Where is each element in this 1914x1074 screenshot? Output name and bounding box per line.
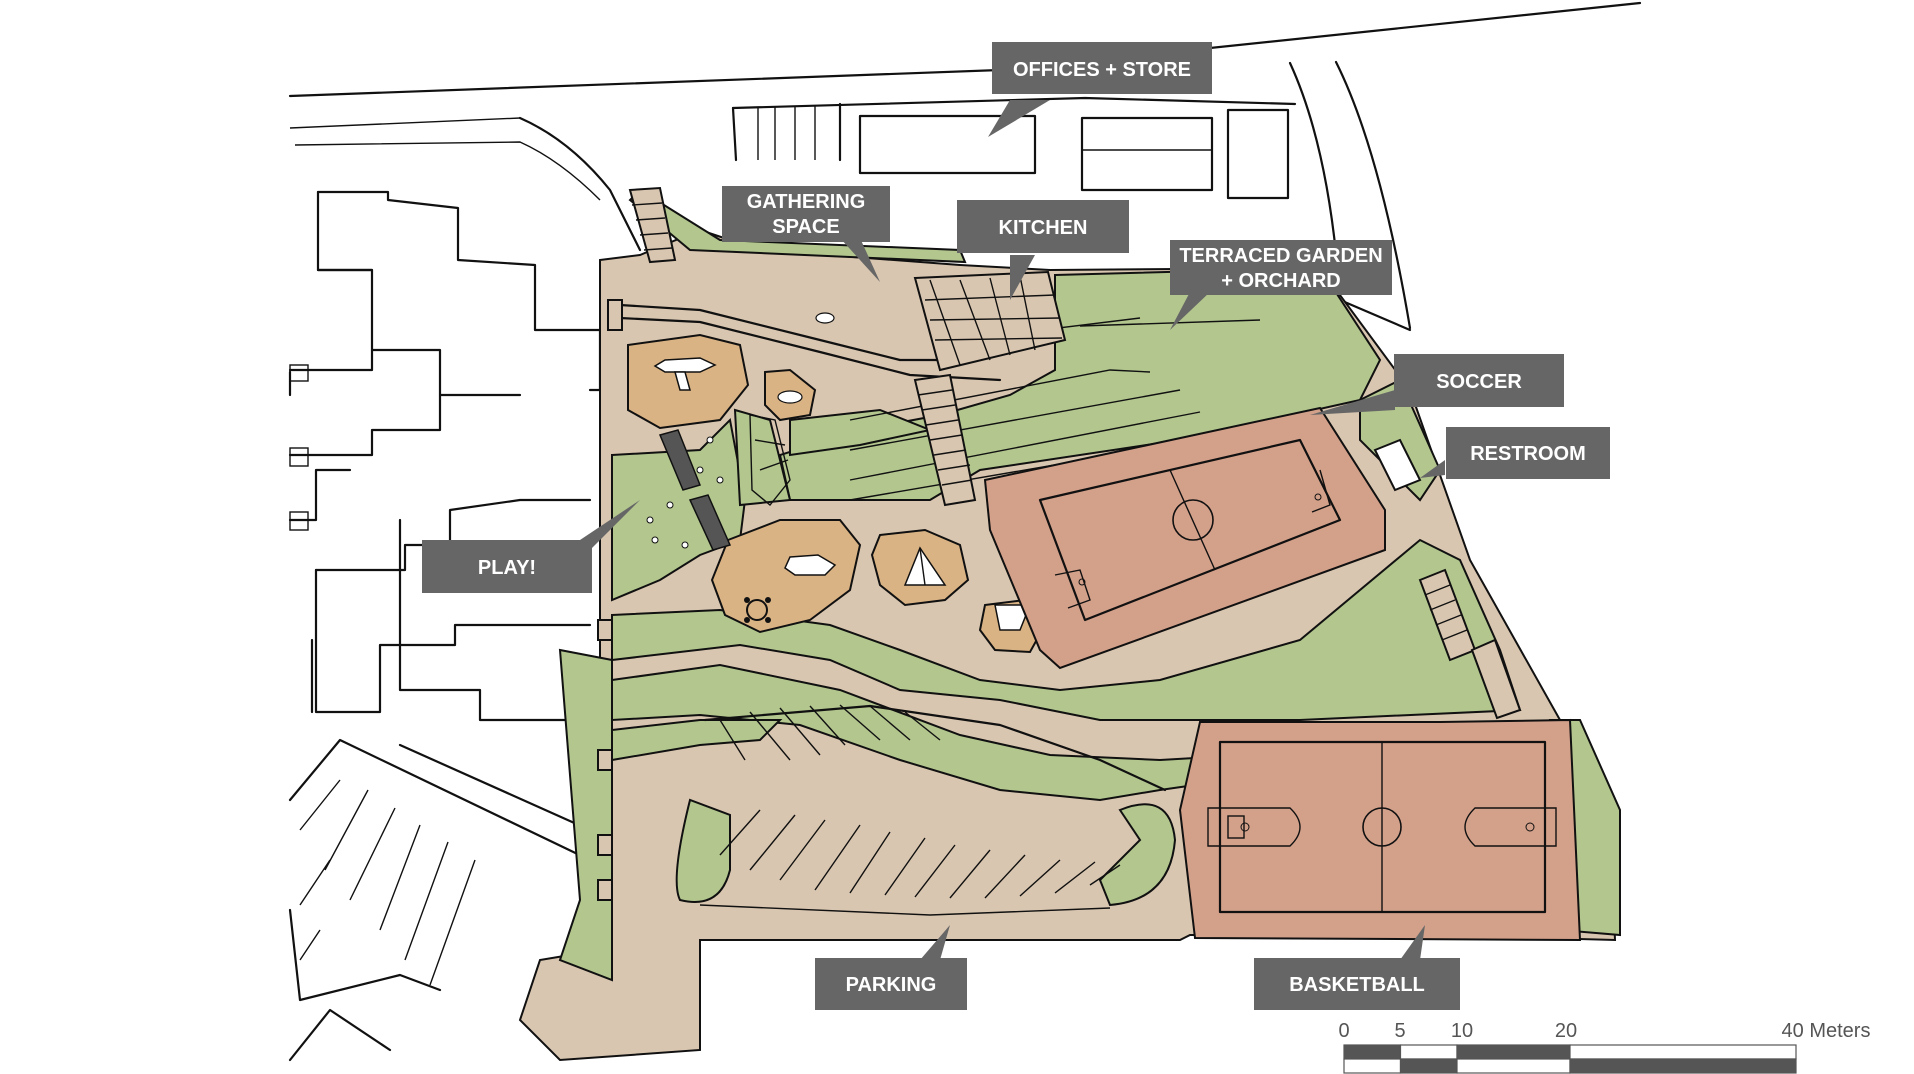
play-structure-icon [744, 597, 771, 623]
svg-text:SPACE: SPACE [772, 216, 839, 238]
callout-leaders [580, 100, 1445, 960]
svg-text:+ ORCHARD: + ORCHARD [1221, 270, 1340, 292]
svg-text:KITCHEN: KITCHEN [999, 217, 1088, 239]
parking-island-left [675, 798, 731, 903]
label-offices-store: OFFICES + STORE [992, 42, 1212, 94]
gathering-boulder-icon [815, 312, 835, 324]
soccer-field [983, 406, 1386, 670]
scale-tick-20: 20 [1555, 1020, 1577, 1042]
swing-icon [653, 357, 717, 391]
scale-segment-upper-2 [1456, 1044, 1571, 1060]
svg-text:TERRACED GARDEN: TERRACED GARDEN [1179, 245, 1382, 267]
boulder-icon [777, 390, 803, 404]
label-gathering-space: GATHERING SPACE [722, 186, 890, 242]
svg-text:PARKING: PARKING [846, 974, 937, 996]
scale-segment-lower-3 [1569, 1058, 1797, 1074]
svg-text:SOCCER: SOCCER [1436, 371, 1522, 393]
label-soccer: SOCCER [1394, 354, 1564, 407]
picnic-tables [658, 429, 732, 551]
scale-segment-upper-0 [1343, 1044, 1402, 1060]
label-basketball: BASKETBALL [1254, 958, 1460, 1010]
label-play: PLAY! [422, 540, 592, 593]
building-offices [858, 114, 1037, 175]
building-shed [1226, 108, 1290, 200]
scale-tick-5: 5 [1394, 1020, 1405, 1042]
svg-text:RESTROOM: RESTROOM [1470, 443, 1586, 465]
scale-tick-labels: 0 5 10 20 40 Meters [1338, 1020, 1870, 1042]
svg-text:PLAY!: PLAY! [478, 557, 536, 579]
play-lawn-plants [646, 436, 724, 549]
scale-tick-10: 10 [1451, 1020, 1473, 1042]
entry-stairs [597, 186, 677, 901]
scale-segment-lower-2 [1456, 1058, 1571, 1074]
scale-segment-lower-1 [1399, 1058, 1458, 1074]
scale-bar: 0 5 10 20 40 Meters [1338, 1020, 1870, 1074]
scale-end-label: 40 Meters [1782, 1020, 1871, 1042]
building-store [1080, 116, 1214, 192]
scale-tick-0: 0 [1338, 1020, 1349, 1042]
parking-stalls [699, 704, 1167, 916]
side-stairs [1418, 568, 1522, 720]
restroom-building [1373, 438, 1422, 492]
label-parking: PARKING [815, 958, 967, 1010]
basketball-court [1178, 718, 1582, 942]
scale-segment-upper-3 [1569, 1044, 1797, 1060]
svg-text:BASKETBALL: BASKETBALL [1289, 974, 1425, 996]
trellis [749, 414, 791, 506]
tent-icon [903, 546, 947, 586]
scale-segment-upper-1 [1399, 1044, 1458, 1060]
pyramid-icon [994, 604, 1032, 631]
svg-text:OFFICES + STORE: OFFICES + STORE [1013, 59, 1191, 81]
kitchen-structure [913, 270, 1067, 372]
svg-text:GATHERING: GATHERING [747, 191, 866, 213]
scale-segment-lower-0 [1343, 1058, 1402, 1074]
label-restroom: RESTROOM [1446, 427, 1610, 479]
parking-island-right [1098, 803, 1177, 907]
play-areas [627, 312, 1047, 654]
label-terraced-garden: TERRACED GARDEN + ORCHARD [1170, 240, 1392, 295]
scale-segments [1343, 1044, 1797, 1074]
climbing-rock-icon [784, 554, 837, 576]
label-kitchen: KITCHEN [957, 200, 1129, 253]
house-steps [289, 364, 309, 531]
central-stair [913, 373, 977, 507]
